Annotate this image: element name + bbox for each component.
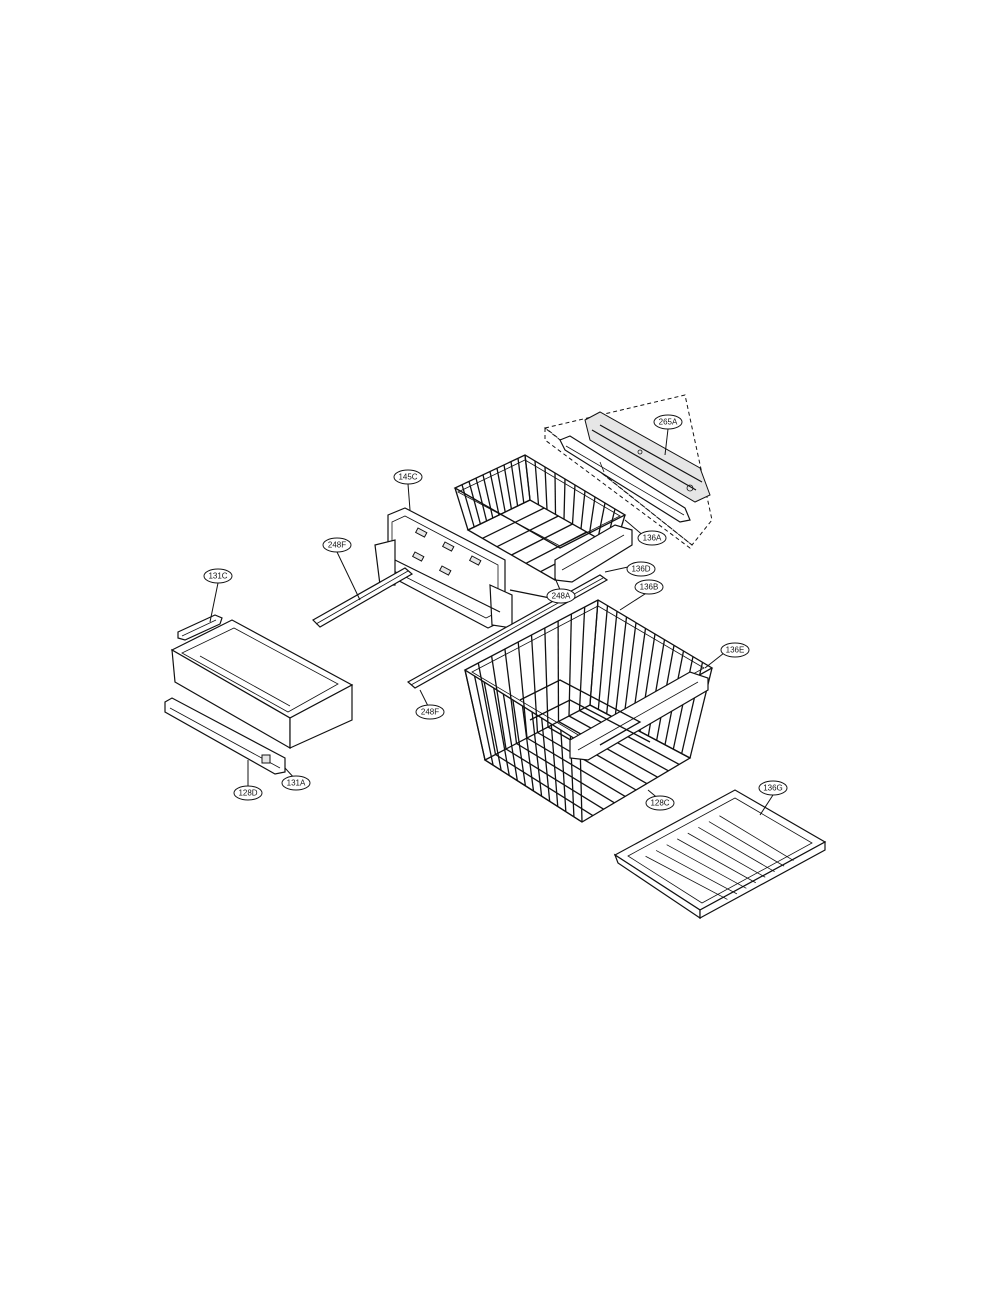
lower-wire-basket-136B [463,599,714,823]
callout-248F-top: 248F [322,537,352,553]
upper-wire-basket-136A [453,454,633,583]
callout-136A: 136A [637,530,667,546]
svg-text:131A: 131A [287,779,306,788]
callout-131C: 131C [203,568,233,584]
svg-text:136E: 136E [726,646,745,655]
svg-text:136D: 136D [631,565,650,574]
svg-text:131C: 131C [208,572,227,581]
clip-131C [177,614,223,641]
callout-131A: 131A [281,775,311,791]
callout-128C: 128C [645,795,675,811]
svg-text:248A: 248A [552,592,571,601]
callout-248A: 248A [546,588,576,604]
pan-drawer-131A [164,619,354,775]
svg-text:136A: 136A [643,534,662,543]
svg-text:145C: 145C [398,473,417,482]
tray-136G [613,789,827,920]
svg-text:248F: 248F [328,541,346,550]
callout-145C: 145C [393,469,423,485]
callout-248F-bottom: 248F [415,704,445,720]
svg-text:128D: 128D [238,789,257,798]
callout-136E: 136E [720,642,750,658]
drawer-frame-145C [374,507,561,629]
callout-136B: 136B [634,579,664,595]
callout-136G: 136G [758,780,788,796]
callout-128D: 128D [233,785,263,801]
svg-text:136B: 136B [640,583,659,592]
svg-text:136G: 136G [763,784,783,793]
svg-text:265A: 265A [659,418,678,427]
rail-assembly-265A [543,394,713,549]
callout-265A: 265A [653,414,683,430]
callout-136D: 136D [626,561,656,577]
leader-lines [209,428,774,816]
rod-248F-top [312,567,414,628]
svg-text:128C: 128C [650,799,669,808]
svg-text:248F: 248F [421,708,439,717]
